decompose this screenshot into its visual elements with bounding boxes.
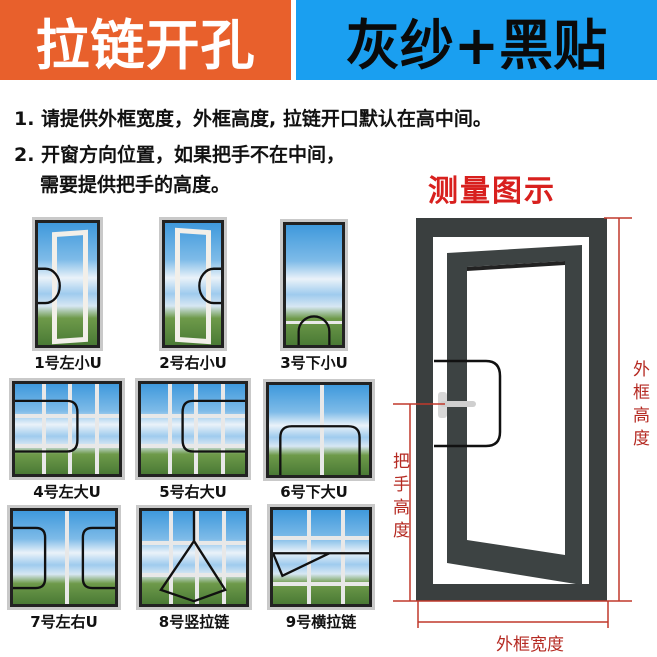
instruction-1: 1. 请提供外框宽度，外框高度, 拉链开口默认在高中间。 (14, 108, 492, 130)
outer-height-label: 外框高度 (629, 360, 649, 452)
option-7-label: 7号左右U (30, 613, 98, 631)
option-6-window-icon (266, 382, 372, 478)
instruction-2: 2. 开窗方向位置，如果把手不在中间， (14, 144, 346, 166)
option-2-label: 2号右小U (159, 354, 227, 372)
option-2-window-icon (162, 220, 224, 348)
option-3-label: 3号下小U (280, 354, 348, 372)
option-6-label: 6号下大U (280, 483, 348, 501)
option-8-window-icon (139, 508, 249, 607)
material-banner: 灰纱+黑贴 (296, 0, 657, 80)
handle-height-label: 把手高度 (389, 452, 409, 544)
option-7-window-icon (10, 508, 118, 607)
banner-left-title: 拉链开孔 (35, 13, 256, 77)
option-1-window-icon (35, 220, 100, 348)
open-sash (447, 245, 582, 585)
option-9-label: 9号横拉链 (285, 613, 357, 631)
zipper-opening-banner: 拉链开孔 (0, 0, 291, 80)
option-3-window-icon (283, 222, 345, 348)
option-9-window-icon (270, 507, 372, 607)
option-5-window-icon (138, 381, 248, 477)
measurement-diagram-title: 测量图示 (428, 174, 556, 209)
option-8-label: 8号竖拉链 (158, 613, 230, 631)
option-4-window-icon (12, 381, 122, 477)
option-4-label: 4号左大U (33, 483, 101, 501)
window-handle-lever (440, 401, 476, 407)
option-1-label: 1号左小U (34, 354, 102, 372)
option-5-label: 5号右大U (159, 483, 227, 501)
banner-right-title: 灰纱+黑贴 (345, 13, 608, 77)
outer-width-label: 外框宽度 (496, 635, 564, 655)
instruction-2-continued: 需要提供把手的高度。 (40, 174, 231, 196)
